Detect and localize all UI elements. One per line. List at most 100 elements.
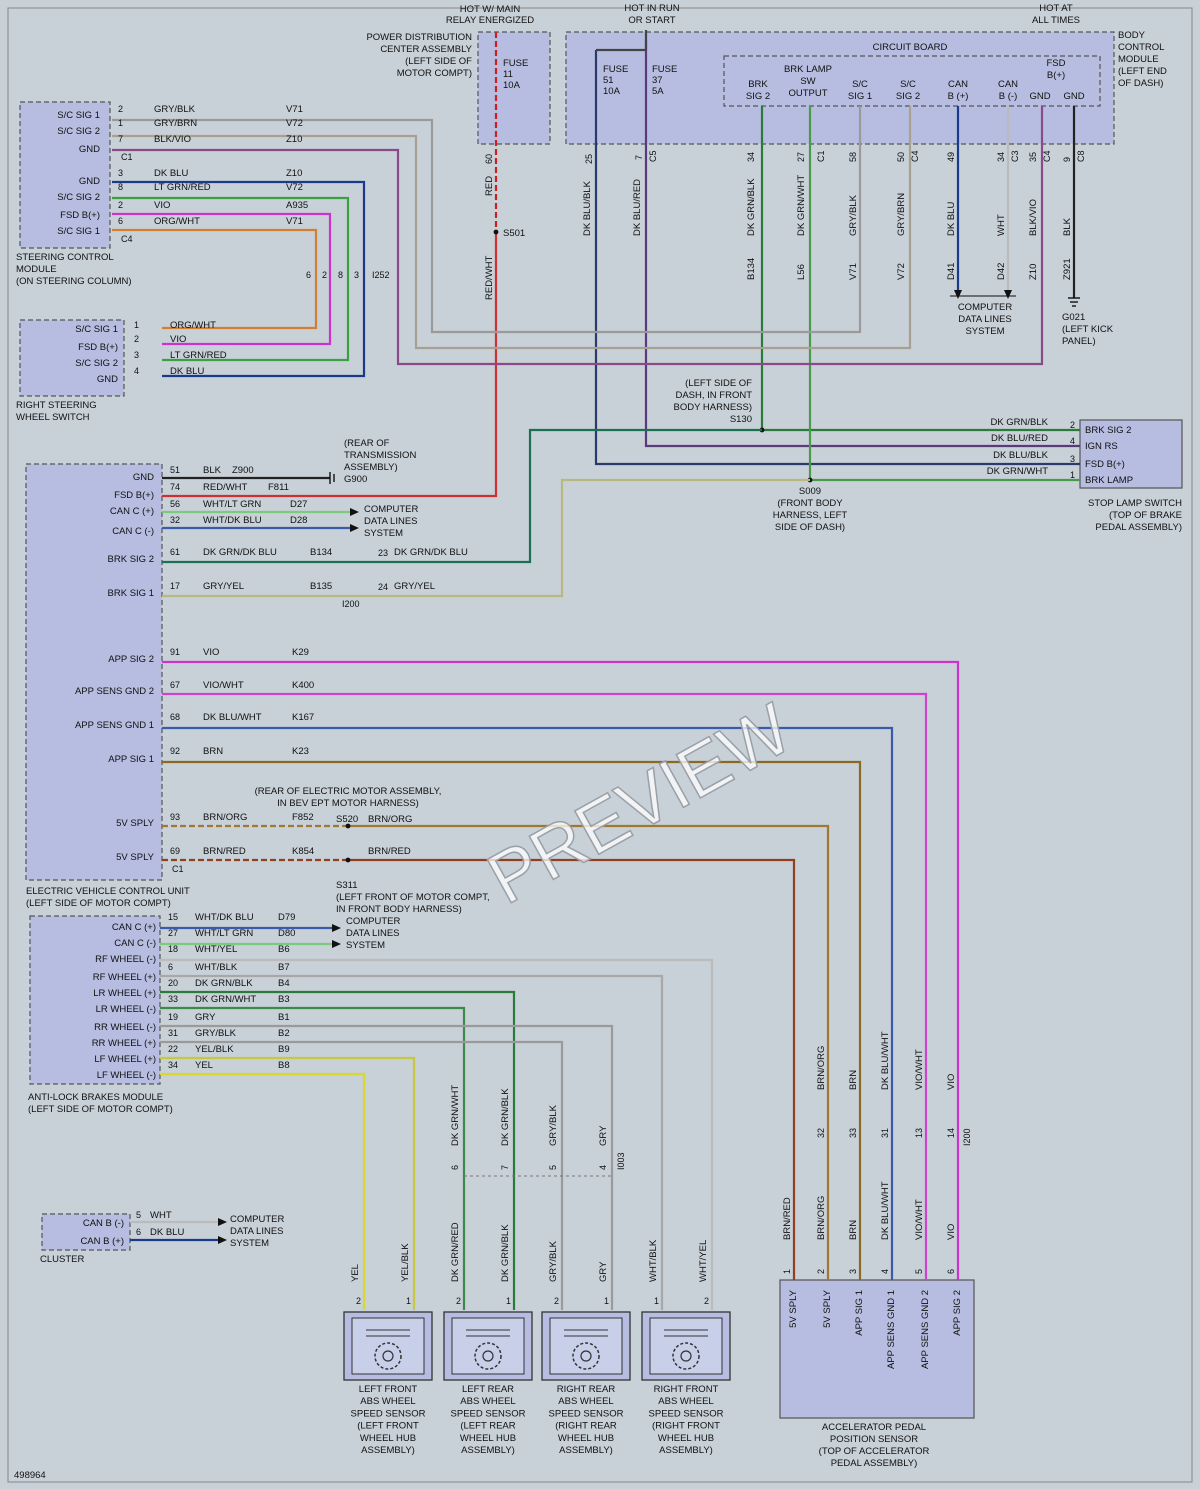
bcm-pin-num: 34	[996, 152, 1006, 162]
stop-lamp-pin-num: 1	[1070, 470, 1075, 480]
wire-brn-org-label: BRN/ORG	[368, 814, 412, 825]
evcu-pin-label: APP SIG 2	[108, 654, 154, 665]
evcu-pin-num: 68	[170, 712, 180, 722]
evcu-circuit-id: Z900	[232, 465, 254, 476]
app-wire-upper: DK BLU/WHT	[880, 1031, 891, 1090]
wire-dk-grn-dk-blu-b134	[162, 428, 762, 564]
i200b-pin: 33	[848, 1128, 858, 1138]
scm-circuit-id: V71	[286, 104, 303, 115]
abs-wire-color: WHT/BLK	[195, 962, 238, 973]
hot-run-start-label: OR START	[628, 15, 675, 26]
abs-pin-label: LF WHEEL (+)	[94, 1054, 156, 1065]
scm-wire-color: BLK/VIO	[154, 134, 191, 145]
s009-label: S009	[799, 486, 821, 497]
abs-pin-label: LR WHEEL (+)	[93, 988, 156, 999]
scm-wire-color: GRY/BLK	[154, 104, 196, 115]
rsw-wire-color: DK BLU	[170, 366, 204, 377]
arrow-can-b-minus	[218, 1218, 227, 1226]
splice-s501	[493, 229, 499, 235]
s130-label: S130	[730, 414, 752, 425]
app-pin-label: APP SENS GND 2	[920, 1290, 931, 1369]
cluster-pin-label: CAN B (-)	[83, 1218, 124, 1229]
sensor-title: SPEED SENSOR	[649, 1408, 724, 1419]
evcu-circuit-id: K29	[292, 647, 309, 658]
sensor-pin: 2	[554, 1296, 559, 1306]
abs-pin-num: 19	[168, 1012, 178, 1022]
wire-brn-red-label: BRN/RED	[368, 846, 411, 857]
arrow-d41	[954, 290, 962, 299]
scm-circuit-id: V71	[286, 216, 303, 227]
i200b-pin: 31	[880, 1128, 890, 1138]
wheel-speed-sensors	[343, 1311, 731, 1381]
pdc-label: POWER DISTRIBUTION	[366, 32, 472, 43]
wire-dk-blu-blk	[594, 50, 1080, 466]
cdl-label-abs: COMPUTER	[346, 916, 401, 927]
sensor-wire-label: WHT/BLK	[648, 1239, 659, 1282]
bcm-wire-color: GRY/BRN	[896, 193, 907, 236]
cdl-label-bcm: DATA LINES	[958, 314, 1012, 325]
app-pin-num: 4	[880, 1269, 890, 1274]
app-pin-num: 6	[946, 1269, 956, 1274]
s501-label: S501	[503, 228, 525, 239]
conn-c4b: C4	[1042, 150, 1052, 162]
wire-dk-grn-dk-blu-label: DK GRN/DK BLU	[394, 547, 468, 558]
bcm-wire-color: DK GRN/BLK	[746, 178, 757, 236]
evcu-pin-label: BRK SIG 1	[108, 588, 154, 599]
stop-lamp-pin-label: BRK SIG 2	[1085, 425, 1131, 436]
sensor-title: WHEEL HUB	[460, 1433, 516, 1444]
sensor-wire-label: DK GRN/BLK	[500, 1224, 511, 1282]
app-wire-lower: BRN/ORG	[816, 1196, 827, 1240]
scm-pin-label: GND	[79, 144, 100, 155]
rsw-pin-num: 2	[134, 334, 139, 344]
conn-c8: C8	[1076, 150, 1086, 162]
wire-red-label: RED	[484, 176, 495, 196]
conn-c4-scm: C4	[121, 234, 133, 244]
evcu-pin-label: APP SENS GND 2	[75, 686, 154, 697]
sensor-title: SPEED SENSOR	[351, 1408, 426, 1419]
bcm-wire-color: BLK	[1062, 217, 1073, 236]
scm-pin-num: 2	[118, 200, 123, 210]
evcu-pin-label: CAN C (-)	[112, 526, 154, 537]
abs-circuit-id: B2	[278, 1028, 290, 1039]
evcu-pin-num: 56	[170, 499, 180, 509]
wire-vio-wht-k400	[162, 692, 928, 1280]
wire-dk-blu-z10	[112, 180, 366, 378]
abs-wire-color: YEL	[195, 1060, 213, 1071]
cdl-label-cluster: DATA LINES	[230, 1226, 284, 1237]
s311-label: S311	[336, 880, 357, 891]
evcu-pin-num: 17	[170, 581, 180, 591]
wires	[112, 30, 1080, 1310]
app-wire-upper: VIO	[946, 1074, 957, 1090]
evcu-wire-color: VIO/WHT	[203, 680, 244, 691]
evcu-wire-color: DK GRN/DK BLU	[203, 547, 277, 558]
sensor-title: (LEFT FRONT	[357, 1421, 419, 1432]
stop-lamp-switch	[1079, 419, 1183, 489]
bcm-wire-color: BLK/VIO	[1028, 199, 1039, 236]
bcm-pin-label: B (+)	[948, 91, 969, 102]
abs-circuit-id: B6	[278, 944, 290, 955]
cluster	[41, 1213, 131, 1251]
evcu-pin-label: FSD B(+)	[114, 490, 154, 501]
fuse-37-label: 5A	[652, 86, 664, 97]
sensor-title: SPEED SENSOR	[451, 1408, 526, 1419]
i003-pin: 5	[548, 1165, 558, 1170]
scm-pin-label: S/C SIG 1	[57, 110, 100, 121]
sensor-pin: 2	[456, 1296, 461, 1306]
rsw-pin-label: S/C SIG 2	[75, 358, 118, 369]
app-title: POSITION SENSOR	[830, 1434, 918, 1445]
rsw-pin-label: S/C SIG 1	[75, 324, 118, 335]
g021-label: (LEFT KICK	[1062, 324, 1114, 335]
scm-pin-num: 6	[118, 216, 123, 226]
bcm-circuit-id: Z10	[1028, 264, 1039, 280]
bcm-circuit-id: Z921	[1062, 258, 1073, 280]
arrow-d79	[332, 924, 341, 932]
abs-pin-label: RR WHEEL (-)	[94, 1022, 156, 1033]
sensor-title: ABS WHEEL	[558, 1396, 613, 1407]
abs-circuit-id: B8	[278, 1060, 290, 1071]
sensor-pin: 1	[604, 1296, 609, 1306]
bcm-pin-label: CAN	[948, 79, 968, 90]
evcu-title: ELECTRIC VEHICLE CONTROL UNIT	[26, 886, 190, 897]
bcm-pin-num: 27	[796, 152, 806, 162]
i003-pin: 6	[450, 1165, 460, 1170]
